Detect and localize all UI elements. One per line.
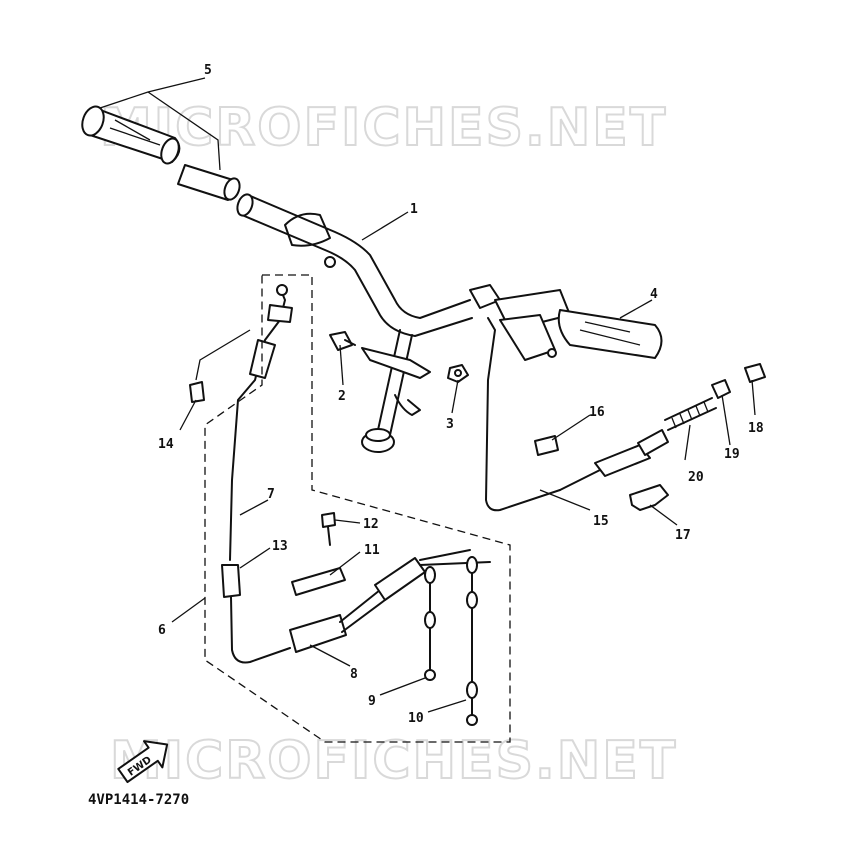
callout-1: 1: [410, 202, 418, 217]
bolt-part: [329, 331, 356, 351]
callout-11: 11: [364, 543, 380, 558]
callout-14: 14: [158, 437, 174, 452]
throttle-cable-part: [559, 429, 669, 491]
callout-6: 6: [158, 623, 166, 638]
screw-12-part: [321, 512, 336, 546]
callout-17: 17: [675, 528, 691, 543]
left-grip-part: [81, 105, 181, 165]
nut-part: [447, 364, 469, 383]
adjuster-part: [744, 363, 766, 383]
callout-19: 19: [724, 447, 740, 462]
callout-20: 20: [688, 470, 704, 485]
callout-2: 2: [338, 389, 346, 404]
watermark-bottom: MICROFICHES.NET: [110, 731, 677, 791]
cable-clip-part: [534, 435, 559, 456]
callout-5: 5: [204, 63, 212, 78]
callout-13: 13: [272, 539, 288, 554]
assembly-outline: [204, 274, 511, 743]
callout-15: 15: [593, 514, 609, 529]
handlebar-part: [236, 193, 473, 453]
callout-7: 7: [267, 487, 275, 502]
callout-12: 12: [363, 517, 379, 532]
brake-cable-set-part: [289, 549, 491, 726]
callout-10: 10: [408, 711, 424, 726]
plate-part: [291, 567, 346, 596]
callout-18: 18: [748, 421, 764, 436]
watermark-top: MICROFICHES.NET: [100, 98, 667, 158]
diagram-code: 4VP1414-7270: [88, 792, 189, 808]
leader-lines: [99, 77, 756, 713]
spring-part: [664, 397, 717, 431]
callout-16: 16: [589, 405, 605, 420]
callout-8: 8: [350, 667, 358, 682]
throttle-grip-part: [469, 284, 663, 512]
bolt-14-part: [189, 381, 205, 403]
callout-4: 4: [650, 287, 658, 302]
cable-holder-part: [629, 484, 669, 511]
callout-9: 9: [368, 694, 376, 709]
cap-part: [711, 379, 731, 399]
brake-lever-cable-part: [221, 284, 293, 664]
callout-3: 3: [446, 417, 454, 432]
grip-sleeve-part: [177, 164, 241, 201]
